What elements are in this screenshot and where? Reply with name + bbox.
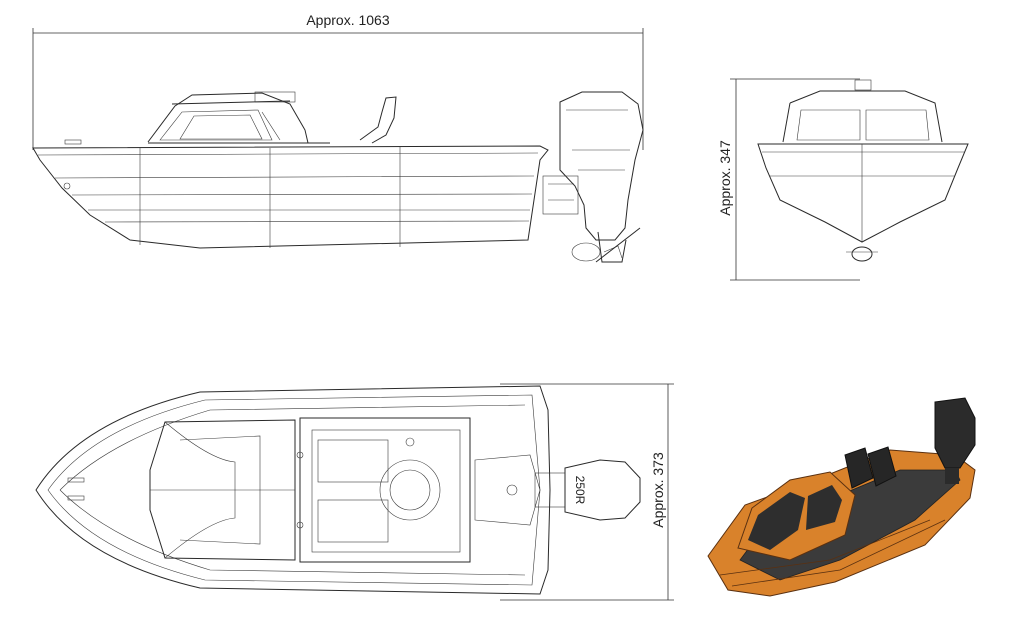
length-dimension-label: Approx. 1063 bbox=[306, 12, 389, 28]
height-dimension: Approx. 347 bbox=[717, 78, 860, 281]
front-view: Approx. 347 bbox=[717, 78, 969, 281]
beam-dimension-label: Approx. 373 bbox=[650, 452, 666, 528]
top-view: Approx. 373 250R bbox=[35, 383, 674, 601]
side-view: Approx. 1063 bbox=[32, 12, 644, 263]
length-dimension: Approx. 1063 bbox=[32, 12, 644, 150]
render-3d bbox=[707, 397, 976, 597]
engine-badge: 250R bbox=[573, 476, 587, 505]
beam-dimension: Approx. 373 bbox=[500, 383, 674, 601]
engine-badge-label: 250R bbox=[573, 476, 587, 505]
height-dimension-label: Approx. 347 bbox=[717, 140, 733, 216]
